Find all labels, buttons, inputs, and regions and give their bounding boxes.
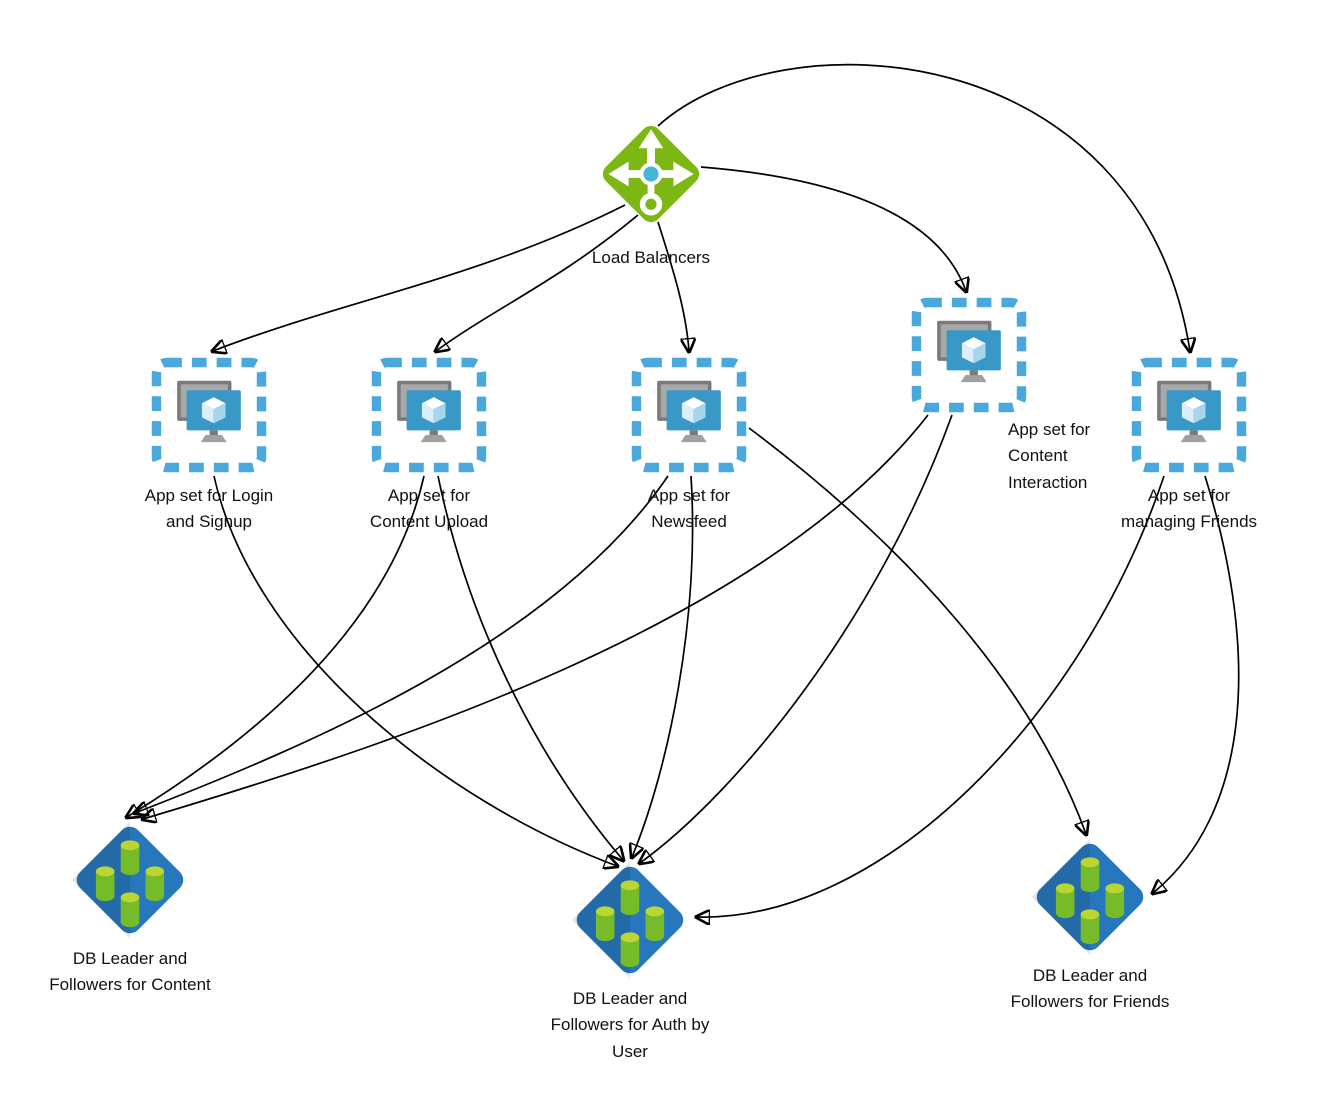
- vm-scale-set-icon-upload: [370, 356, 488, 474]
- edge-load_balancer-app_interaction: [700, 166, 966, 291]
- edge-app_interaction-db_auth: [640, 414, 953, 863]
- edge-app_friends-db_friends: [1153, 475, 1240, 893]
- edge-load_balancer-app_newsfeed: [657, 221, 689, 351]
- edge-app_newsfeed-db_auth: [632, 475, 694, 857]
- edge-load_balancer-app_friends: [657, 63, 1190, 351]
- database-cluster-icon-auth: [568, 858, 692, 982]
- database-cluster-icon-friends: [1028, 835, 1152, 959]
- edge-app_upload-db_content: [127, 475, 425, 817]
- edge-load_balancer-app_login: [213, 204, 626, 351]
- vm-scale-set-icon-interaction: [910, 296, 1028, 414]
- edge-app_newsfeed-db_friends: [748, 427, 1086, 834]
- edge-app_login-db_auth: [213, 475, 617, 866]
- vm-scale-set-icon-login: [150, 356, 268, 474]
- vm-scale-set-icon-newsfeed: [630, 356, 748, 474]
- edge-app_interaction-db_content: [143, 414, 929, 819]
- vm-scale-set-icon-friends: [1130, 356, 1248, 474]
- edge-app_upload-db_auth: [437, 475, 623, 860]
- edge-app_newsfeed-db_content: [135, 475, 669, 813]
- edge-app_friends-db_auth: [697, 475, 1165, 917]
- edge-load_balancer-app_upload: [436, 214, 639, 351]
- load-balancer-icon: [595, 118, 707, 230]
- database-cluster-icon-content: [68, 818, 192, 942]
